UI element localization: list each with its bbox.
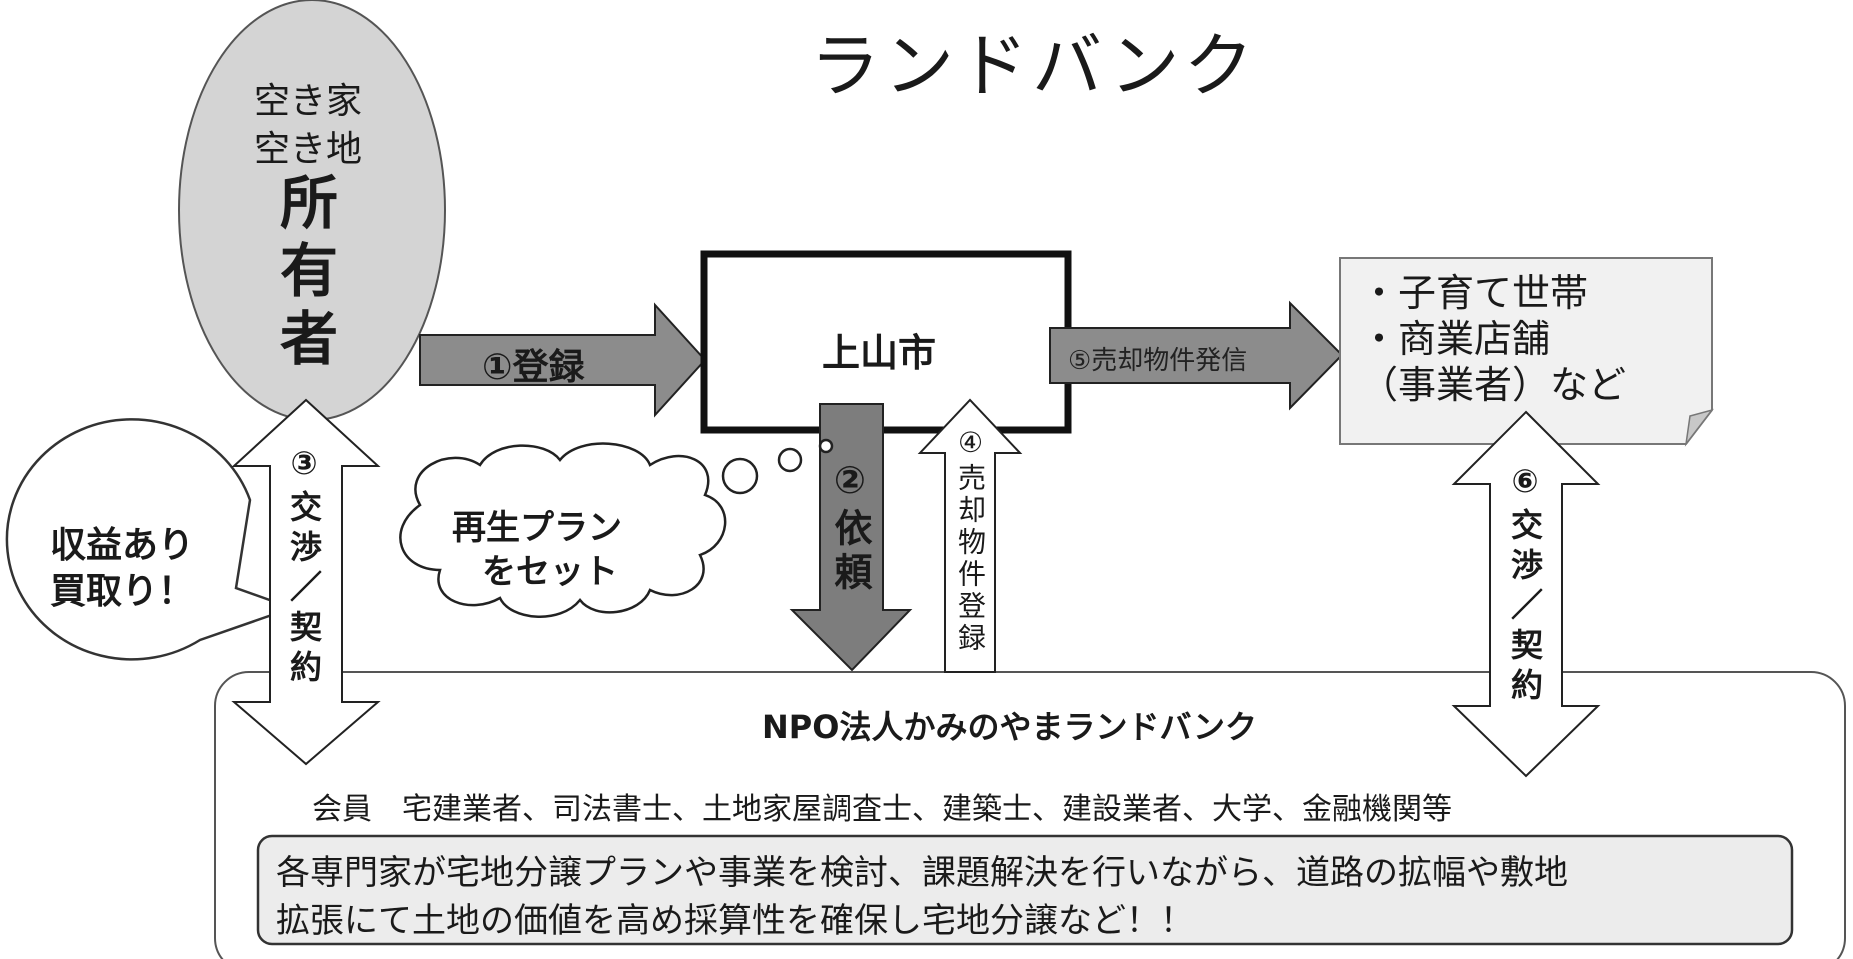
step1-label: ①登録: [482, 347, 585, 388]
npo-name: NPO法人かみのやまランドバンク: [762, 708, 1258, 746]
arrow-step4: [917, 398, 1023, 673]
buyers-line1: ・子育て世帯: [1360, 271, 1589, 315]
thought-line1: 再生プラン: [452, 508, 622, 548]
buyers-line2: ・商業店舗: [1360, 317, 1551, 361]
step3-label: ③交渉／契約: [285, 444, 323, 690]
arrow-step1: [419, 302, 707, 418]
owner-label-line1: 空き家: [254, 81, 363, 122]
step6-label: ⑥交渉／契約: [1506, 462, 1544, 708]
step2-label: ②依頼: [828, 458, 872, 596]
step4-label: ④売却物件登録: [954, 426, 987, 655]
npo-desc-box: [256, 834, 1794, 946]
buyers-line3: （事業者）など: [1360, 363, 1627, 407]
npo-desc-line2: 拡張にて土地の価値を高め採算性を確保し宅地分譲など！！: [276, 901, 1194, 941]
owner-label-line2: 空き地: [254, 129, 363, 170]
arrow-step2: [789, 403, 913, 672]
arrow-step6: [1451, 410, 1601, 778]
thought-cloud: [399, 438, 834, 618]
arrow-step3: [231, 398, 381, 766]
npo-desc-line1: 各専門家が宅地分譲プランや事業を検討、課題解決を行いながら、道路の拡幅や敷地: [276, 853, 1568, 893]
thought-line2: をセット: [482, 552, 618, 592]
speech-bubble: [5, 418, 296, 661]
step5-label: ⑤売却物件発信: [1068, 346, 1248, 376]
city-label: 上山市: [822, 331, 937, 375]
page-title: ランドバンク: [810, 25, 1258, 107]
speech-line2: 買取り！: [50, 571, 195, 612]
speech-line1: 収益あり: [50, 525, 195, 566]
npo-members: 会員 宅建業者、司法書士、土地家屋調査士、建築士、建設業者、大学、金融機関等: [312, 792, 1452, 827]
owner-role: 所有者: [270, 172, 338, 376]
arrow-step5: [1049, 300, 1344, 411]
buyers-note-fold: [1684, 408, 1714, 447]
